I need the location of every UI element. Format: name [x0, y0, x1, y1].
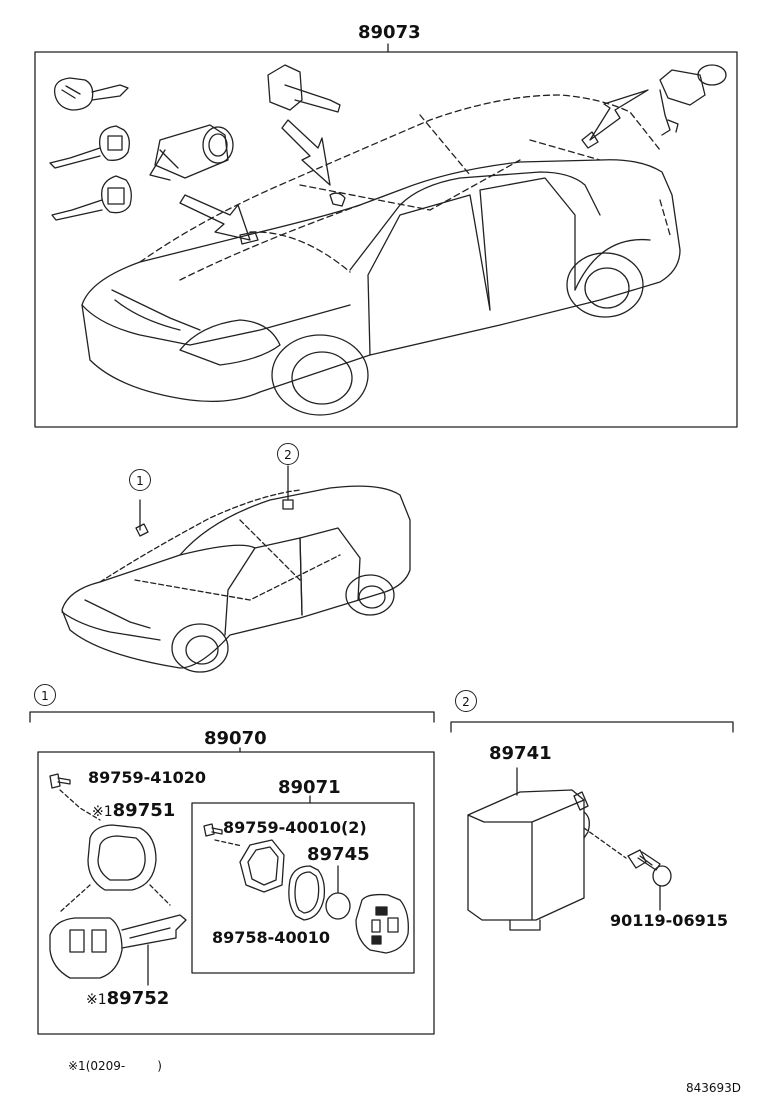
subkit-part-number: 89071 — [278, 777, 341, 798]
section1-frame — [37, 751, 435, 1035]
case-note-mark: ※189751 — [92, 800, 176, 821]
case-part-number: 89751 — [112, 800, 176, 821]
footnote-mark: ※1 — [68, 1059, 86, 1073]
key-note-mark: ※189752 — [86, 988, 170, 1009]
screw-a-part-number: 89759-41020 — [88, 768, 206, 787]
section1-marker: 1 — [34, 684, 56, 706]
screw-a-illustration — [49, 773, 101, 821]
section2-bracket — [450, 721, 734, 733]
top-assembly-part-number: 89073 — [358, 22, 421, 43]
footnote-text: (0209- — [85, 1059, 126, 1073]
button-pad-illustration — [355, 893, 409, 954]
battery-illustration — [325, 892, 351, 920]
reference-code: 843693D — [686, 1081, 742, 1095]
gasket-ring-illustration — [288, 865, 326, 921]
middle-car-illustration — [61, 465, 411, 673]
battery-part-number: 89745 — [307, 844, 370, 865]
key-part-number: 89752 — [106, 988, 170, 1009]
ignition-lock-illustration — [149, 124, 259, 245]
gasket-part-number: 89758-40010 — [212, 928, 330, 947]
trunk-lock-illustration — [581, 64, 727, 149]
bolt-illustration — [627, 849, 672, 911]
footnote: ※1(0209-) — [68, 1060, 162, 1072]
case-illustration — [59, 824, 171, 913]
control-unit-illustration — [467, 767, 627, 931]
callout-2: 2 — [277, 443, 299, 465]
door-lock-illustration — [267, 64, 346, 207]
subkit-frame — [191, 802, 415, 974]
top-frame — [34, 51, 738, 428]
bolt-part-number: 90119-06915 — [610, 911, 728, 930]
kit-part-number: 89070 — [204, 728, 267, 749]
callout-1: 1 — [129, 469, 151, 491]
key-illustration — [49, 914, 187, 986]
section2-marker: 2 — [455, 690, 477, 712]
top-car-illustration — [81, 94, 681, 416]
screw-b-part-number: 89759-40010(2) — [223, 818, 367, 837]
screw-b-illustration — [203, 823, 243, 847]
control-unit-part-number: 89741 — [489, 743, 552, 764]
footnote-close: ) — [157, 1059, 162, 1073]
section1-bracket — [29, 711, 435, 723]
gasket-outer-illustration — [239, 839, 285, 893]
top-keys-illustration — [49, 77, 132, 221]
